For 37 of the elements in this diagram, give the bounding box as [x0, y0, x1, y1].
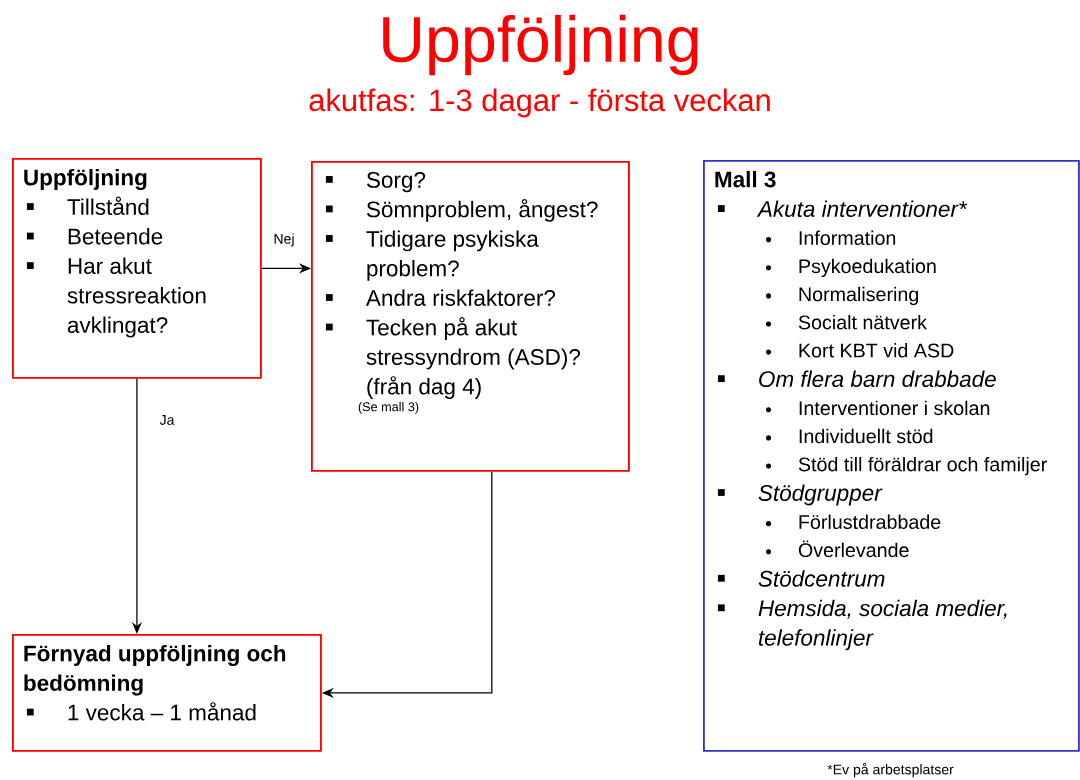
list-item: Stöd till föräldrar och familjer	[765, 456, 1047, 476]
edge-label: Ja	[159, 415, 175, 425]
heading: Förnyad uppföljning och bedömning	[24, 644, 286, 696]
edge-label: Nej	[274, 233, 294, 247]
list-item: Tillstånd	[26, 196, 149, 215]
list-item: Socialt nätverk	[765, 314, 927, 330]
list-item: Stödgrupper	[717, 484, 883, 506]
list-item: Har akut stressreaktion avklingat?	[26, 257, 206, 338]
title: Uppföljning	[383, 14, 698, 76]
list-item: Om flera barn drabbade	[717, 370, 996, 388]
list-item: Information	[765, 230, 896, 246]
list-item: Akuta interventioner*	[717, 200, 968, 217]
list-item: Sömnproblem, ångest?	[325, 199, 598, 222]
list-item: Hemsida, sociala medier, telefonlinjer	[717, 599, 1007, 651]
footnote: *Ev på arbetsplatser	[827, 763, 954, 778]
list-item: Psykoedukation	[765, 258, 936, 278]
list-item: Beteende	[26, 227, 163, 245]
list-item: 1 vecka – 1 månad	[26, 702, 256, 721]
subtitle: akutfas: 1-3 dagar - första veckan	[309, 88, 770, 118]
list-item: Överlevande	[765, 540, 909, 558]
list-item: Förlustdrabbade	[765, 514, 941, 530]
list-item: Stödcentrum	[717, 570, 885, 587]
text-box	[12, 634, 322, 752]
heading: Uppföljning	[24, 168, 147, 190]
text-box	[12, 158, 262, 379]
list-item: Normalisering	[765, 286, 919, 306]
list-item: Sorg?	[325, 171, 426, 193]
list-item: Individuellt stöd	[765, 428, 933, 444]
heading: Mall 3	[715, 170, 776, 188]
list-item: Tidigare psykiska problem?	[325, 230, 539, 281]
list-item: Tecken på akut stressyndrom (ASD)? (från dag 4)	[325, 317, 581, 399]
list-item: Andra riskfaktorer?	[325, 289, 556, 306]
text-box	[703, 160, 1080, 752]
list-item: Kort KBT vid ASD	[765, 343, 954, 358]
list-item: Interventioner i skolan	[765, 400, 990, 416]
text-box	[311, 161, 630, 472]
note: (Se mall 3)	[358, 402, 419, 414]
